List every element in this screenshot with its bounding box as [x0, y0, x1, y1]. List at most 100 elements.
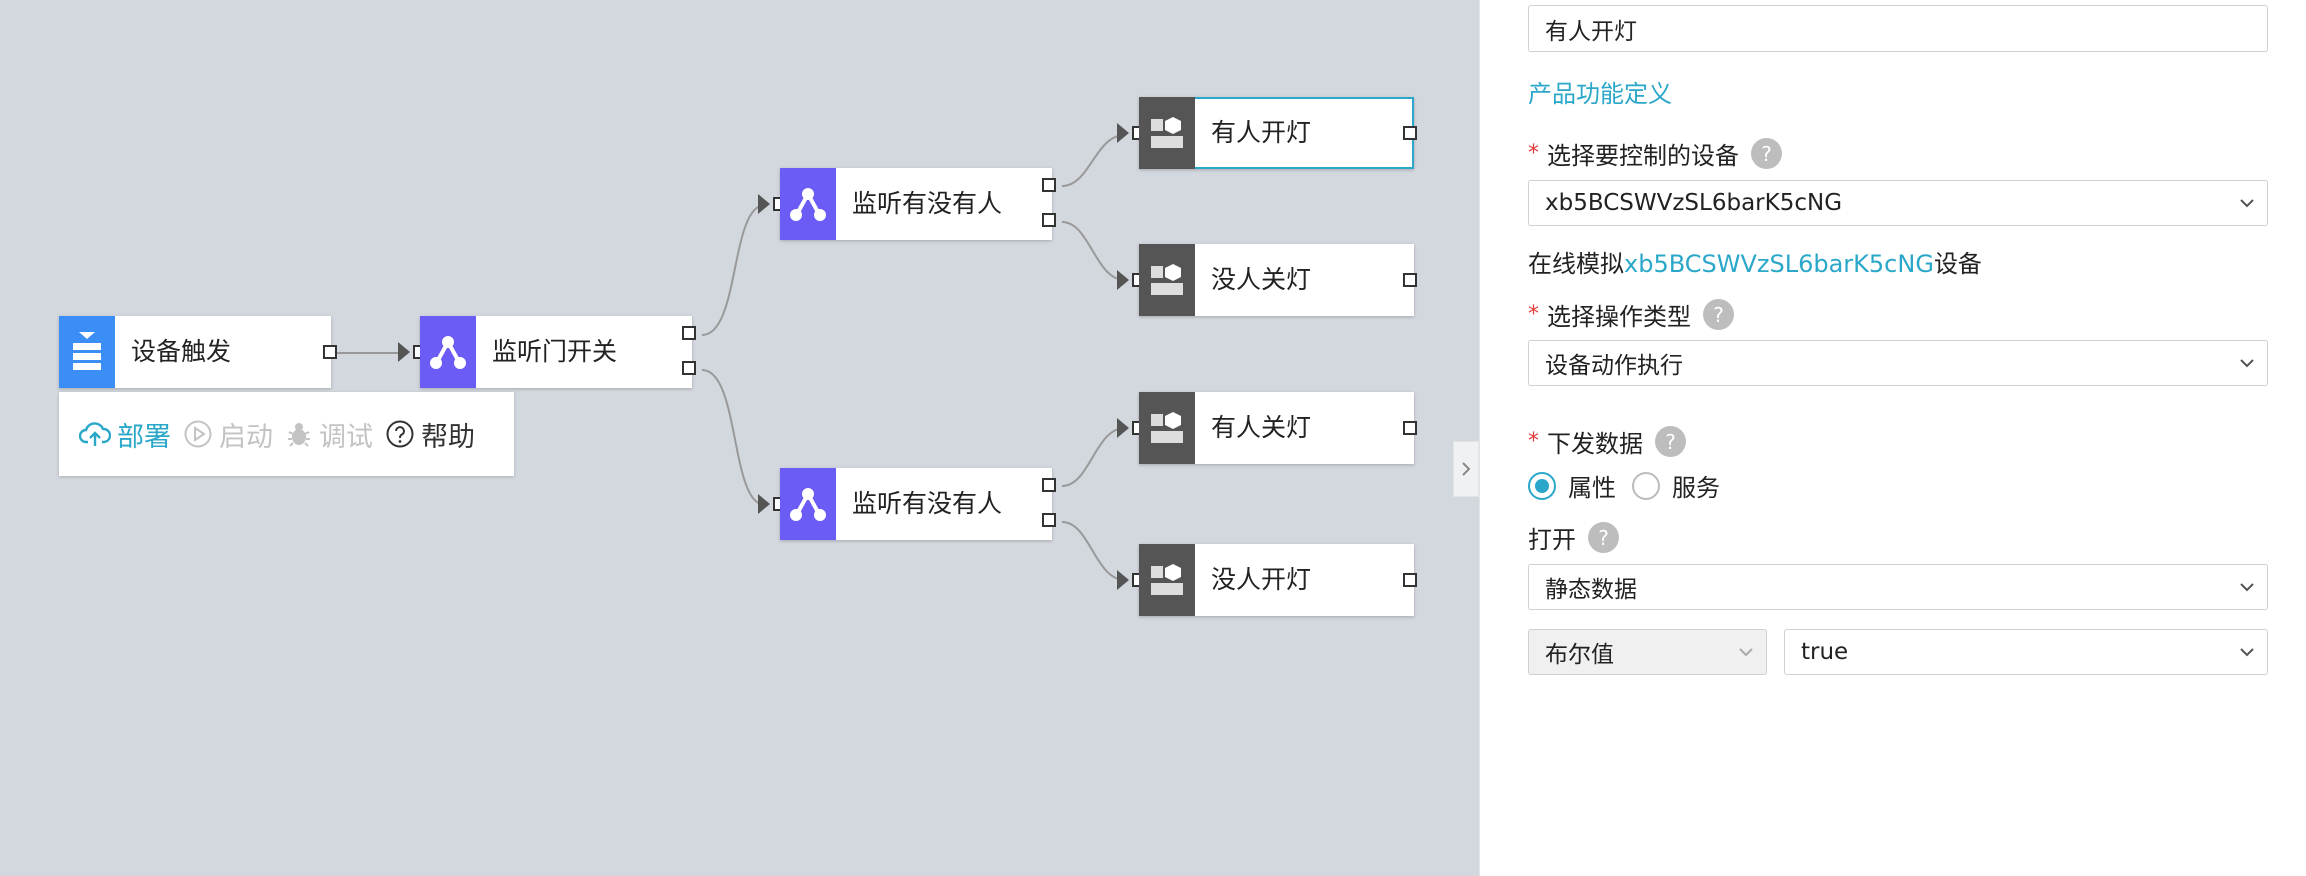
- help-label: 帮助: [421, 421, 475, 453]
- node-label: 有人开灯: [1211, 118, 1312, 147]
- device-select-value: xb5BCSWVzSL6barK5cNG: [1545, 190, 1843, 216]
- output-port[interactable]: [1403, 573, 1417, 587]
- node-action-nobody-light-off[interactable]: 没人关灯: [1117, 244, 1417, 316]
- deploy-button[interactable]: 部署: [79, 415, 171, 454]
- node-name-value: 有人开灯: [1545, 18, 1637, 45]
- product-function-definition-link[interactable]: 产品功能定义: [1528, 80, 1672, 108]
- device-select-label-text: 选择要控制的设备: [1547, 142, 1739, 170]
- output-port[interactable]: [1042, 213, 1056, 227]
- cloud-upload-icon: [79, 422, 111, 446]
- node-label: 监听有没有人: [852, 189, 1003, 218]
- open-label: 打开 ?: [1528, 520, 1619, 555]
- op-type-label-text: 选择操作类型: [1547, 303, 1691, 331]
- output-port[interactable]: [1042, 478, 1056, 492]
- output-port[interactable]: [1403, 273, 1417, 287]
- input-arrow-icon: [398, 342, 410, 362]
- input-arrow-icon: [758, 494, 770, 514]
- play-circle-icon: [184, 420, 212, 448]
- chevron-down-icon: [2240, 583, 2254, 592]
- input-arrow-icon: [1117, 123, 1129, 143]
- device-trigger-icon: [59, 316, 115, 388]
- data-type-value: 布尔值: [1545, 642, 1614, 668]
- node-presence-listener-bottom[interactable]: 监听有没有人: [758, 468, 1056, 540]
- help-icon[interactable]: ?: [1703, 299, 1734, 330]
- input-arrow-icon: [758, 194, 770, 214]
- radio-service-label: 服务: [1672, 474, 1720, 502]
- output-port[interactable]: [1403, 421, 1417, 435]
- online-simulate-text: 在线模拟xb5BCSWVzSL6barK5cNG设备: [1528, 244, 1982, 279]
- chevron-down-icon: [2240, 199, 2254, 208]
- wire: [1061, 134, 1126, 187]
- output-port[interactable]: [1042, 513, 1056, 527]
- node-action-person-light-on[interactable]: 有人开灯: [1117, 97, 1417, 169]
- flow-canvas[interactable]: 设备触发 监听门开关 监听有没有人 监听有没有人: [0, 0, 1479, 876]
- start-label: 启动: [219, 421, 273, 453]
- send-data-radio-group: 属性 服务: [1528, 468, 1720, 503]
- node-device-trigger[interactable]: 设备触发: [59, 316, 337, 388]
- radio-service[interactable]: [1632, 471, 1660, 500]
- wire: [1061, 521, 1126, 581]
- help-icon[interactable]: ?: [1588, 522, 1619, 553]
- chevron-down-icon: [2240, 648, 2254, 657]
- chevron-down-icon: [2240, 359, 2254, 368]
- bool-value-select[interactable]: true: [1784, 629, 2268, 675]
- connection-wires: [337, 134, 1126, 581]
- node-label: 没人开灯: [1211, 565, 1312, 594]
- output-port[interactable]: [323, 345, 337, 359]
- input-arrow-icon: [1117, 570, 1129, 590]
- simulate-device-link[interactable]: xb5BCSWVzSL6barK5cNG: [1624, 250, 1934, 278]
- help-icon[interactable]: ?: [1655, 426, 1686, 457]
- wire: [701, 369, 766, 506]
- op-type-label: * 选择操作类型 ?: [1528, 297, 1734, 332]
- listener-icon: [780, 168, 836, 240]
- device-select[interactable]: xb5BCSWVzSL6barK5cNG: [1528, 180, 2268, 226]
- required-mark: *: [1528, 429, 1539, 454]
- bug-icon: [288, 423, 310, 447]
- deploy-label: 部署: [117, 421, 171, 453]
- device-action-icon: [1139, 392, 1195, 464]
- panel-toggle-button[interactable]: [1453, 441, 1479, 497]
- node-door-listener[interactable]: 监听门开关: [398, 316, 696, 388]
- node-presence-listener-top[interactable]: 监听有没有人: [758, 168, 1056, 240]
- output-port[interactable]: [682, 361, 696, 375]
- wire: [1061, 221, 1126, 281]
- op-type-value: 设备动作执行: [1545, 353, 1683, 379]
- chevron-down-icon: [1739, 648, 1753, 657]
- output-port[interactable]: [1042, 178, 1056, 192]
- node-label: 有人关灯: [1211, 413, 1312, 442]
- wire: [1061, 427, 1126, 487]
- listener-icon: [780, 468, 836, 540]
- listener-icon: [420, 316, 476, 388]
- device-select-label: * 选择要控制的设备 ?: [1528, 136, 1782, 171]
- required-mark: *: [1528, 141, 1539, 166]
- node-label: 设备触发: [131, 337, 232, 366]
- input-arrow-icon: [1117, 418, 1129, 438]
- radio-attribute[interactable]: [1528, 471, 1556, 500]
- debug-button[interactable]: 调试: [285, 415, 373, 454]
- send-data-label: * 下发数据 ?: [1528, 424, 1686, 459]
- help-button[interactable]: 帮助: [385, 415, 475, 454]
- simulate-prefix: 在线模拟: [1528, 250, 1624, 278]
- output-port[interactable]: [1403, 126, 1417, 140]
- data-source-select[interactable]: 静态数据: [1528, 564, 2268, 610]
- node-label: 监听有没有人: [852, 489, 1003, 518]
- start-button[interactable]: 启动: [183, 415, 273, 454]
- node-action-nobody-light-on[interactable]: 没人开灯: [1117, 544, 1417, 616]
- node-name-input[interactable]: 有人开灯: [1528, 5, 2268, 52]
- node-label: 没人关灯: [1211, 265, 1312, 294]
- device-action-icon: [1139, 97, 1195, 169]
- output-port[interactable]: [682, 326, 696, 340]
- chevron-right-icon: [1462, 462, 1471, 476]
- open-label-text: 打开: [1528, 526, 1576, 554]
- help-icon[interactable]: ?: [1751, 138, 1782, 169]
- device-action-icon: [1139, 544, 1195, 616]
- bool-value: true: [1801, 639, 1849, 665]
- required-mark: *: [1528, 302, 1539, 327]
- op-type-select[interactable]: 设备动作执行: [1528, 340, 2268, 386]
- data-type-select[interactable]: 布尔值: [1528, 629, 1767, 675]
- simulate-suffix: 设备: [1933, 250, 1982, 278]
- send-data-label-text: 下发数据: [1547, 430, 1643, 458]
- node-action-person-light-off[interactable]: 有人关灯: [1117, 392, 1417, 464]
- help-circle-icon: [386, 420, 414, 448]
- input-arrow-icon: [1117, 270, 1129, 290]
